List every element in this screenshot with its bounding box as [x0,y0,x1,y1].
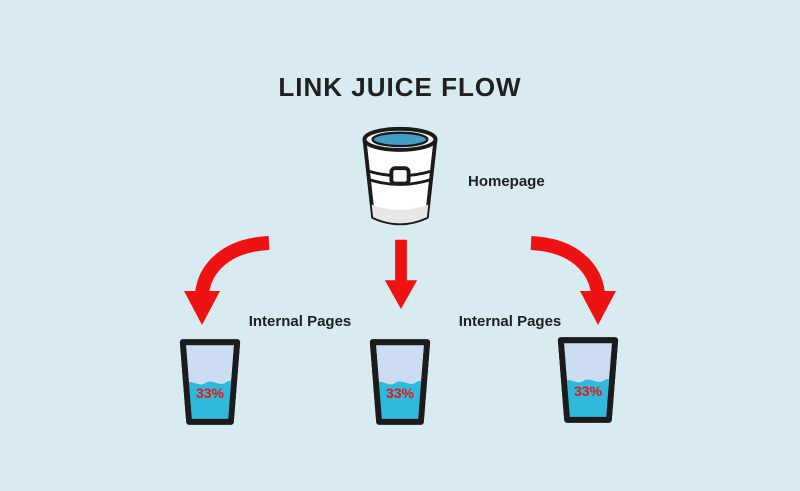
right-curved-arrow-icon [525,233,617,325]
glass-icon-left: 33% [176,336,244,428]
down-arrow-icon [383,237,419,317]
glass-percent-label: 33% [385,385,415,401]
glass-percent-label: 33% [573,383,603,399]
diagram-title: LINK JUICE FLOW [278,72,522,102]
glass-percent-label: 33% [195,385,225,401]
left-curved-arrow-icon [183,233,275,325]
internal-pages-label-left: Internal Pages [248,313,352,330]
bucket-icon [352,124,448,232]
homepage-label: Homepage [468,173,545,190]
internal-pages-label-right: Internal Pages [458,313,562,330]
glass-icon-right: 33% [554,334,622,426]
glass-icon-middle: 33% [366,336,434,428]
